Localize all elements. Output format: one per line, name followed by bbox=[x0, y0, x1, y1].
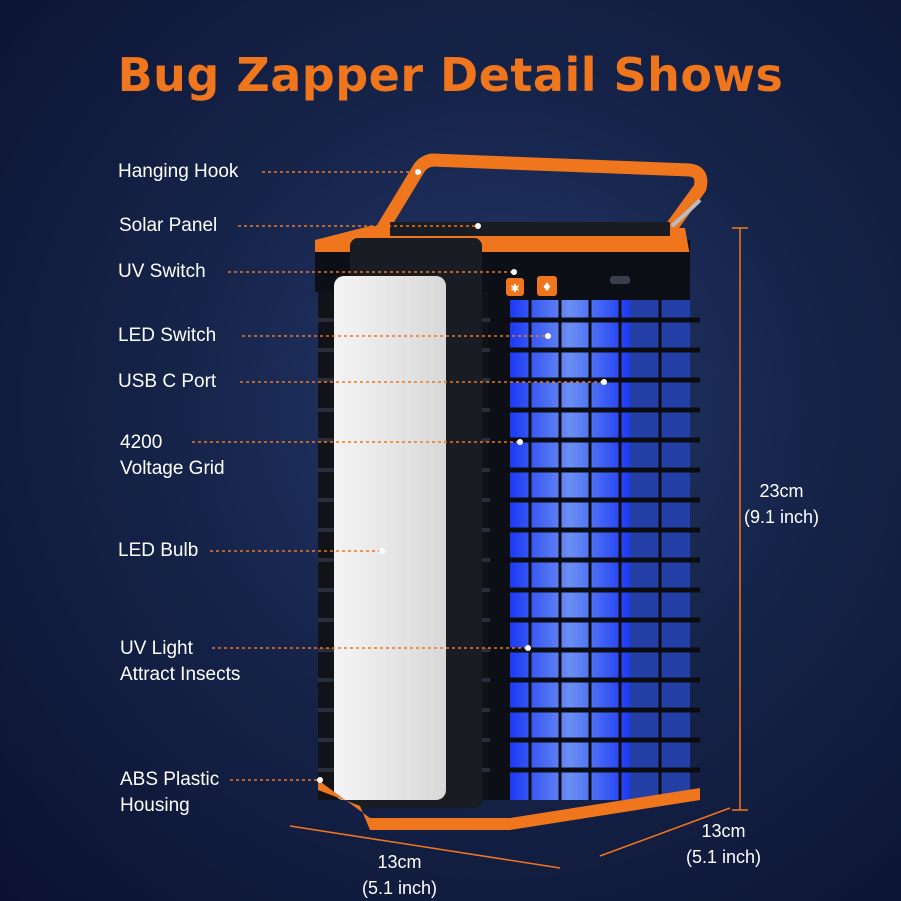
label-uv-light-line1: UV Light bbox=[120, 638, 193, 659]
dimension-depth-in: (5.1 inch) bbox=[686, 847, 762, 867]
label-voltage-grid-line1: 4200 bbox=[120, 432, 163, 453]
label-voltage-grid: 4200 Voltage Grid bbox=[120, 430, 225, 482]
dimension-height-cm: 23cm bbox=[759, 481, 804, 501]
abs-plastic-housing bbox=[318, 780, 700, 830]
label-usb-c-port: USB C Port bbox=[118, 371, 217, 392]
label-abs-line1: ABS Plastic bbox=[120, 769, 220, 790]
label-uv-light-line2: Attract Insects bbox=[120, 664, 241, 685]
label-solar-panel: Solar Panel bbox=[119, 215, 218, 236]
led-switch-icon bbox=[537, 276, 557, 296]
dimension-height-in: (9.1 inch) bbox=[744, 507, 820, 527]
page-title: Bug Zapper Detail Shows bbox=[117, 48, 784, 102]
dimension-width-cm: 13cm bbox=[377, 852, 422, 872]
label-uv-light: UV Light Attract Insects bbox=[120, 636, 240, 688]
usb-c-port-icon bbox=[610, 276, 630, 284]
uv-switch-icon bbox=[506, 278, 524, 296]
dimension-width-in: (5.1 inch) bbox=[362, 878, 438, 898]
svg-text:♦: ♦ bbox=[542, 280, 553, 294]
width-dimension-line bbox=[289, 825, 561, 869]
svg-text:✱: ✱ bbox=[510, 282, 519, 295]
hanging-hook bbox=[371, 153, 708, 243]
depth-dimension-line bbox=[599, 807, 731, 857]
solar-panel bbox=[390, 222, 670, 236]
led-bulb-panel bbox=[334, 276, 446, 800]
label-abs-line2: Housing bbox=[120, 795, 190, 816]
dimension-depth-cm: 13cm bbox=[701, 821, 746, 841]
label-hanging-hook: Hanging Hook bbox=[118, 161, 239, 182]
label-uv-switch: UV Switch bbox=[118, 261, 206, 282]
dimension-width: 13cm (5.1 inch) bbox=[362, 849, 437, 901]
dimension-depth: 13cm (5.1 inch) bbox=[686, 818, 761, 870]
label-led-switch: LED Switch bbox=[118, 325, 217, 346]
dimension-height: 23cm (9.1 inch) bbox=[744, 478, 819, 530]
label-led-bulb: LED Bulb bbox=[118, 540, 199, 561]
label-voltage-grid-line2: Voltage Grid bbox=[120, 458, 225, 479]
label-abs-housing: ABS Plastic Housing bbox=[120, 767, 219, 819]
